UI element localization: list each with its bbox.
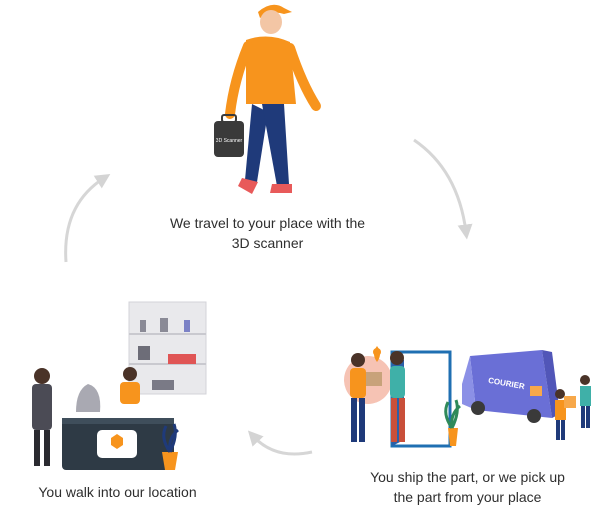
caption-line: the part from your place: [393, 489, 542, 505]
caption-line: 3D scanner: [231, 235, 304, 251]
walk-in-illustration: [32, 301, 207, 470]
arrow-top-to-right: [413, 138, 473, 240]
step-caption-ship: You ship the part, or we pick up the par…: [345, 467, 590, 507]
caption-line: We travel to your place with the: [169, 215, 366, 231]
scanner-case-label: 3D Scanner: [216, 138, 243, 144]
step-caption-travel: We travel to your place with the 3D scan…: [130, 213, 405, 253]
arrow-right-to-left: [247, 430, 313, 456]
shipping-illustration: COURIER: [344, 346, 591, 448]
step-caption-walk-in: You walk into our location: [10, 482, 225, 502]
technician-illustration: 3D Scanner: [214, 4, 321, 194]
arrow-left-to-top: [64, 173, 111, 263]
caption-line: You walk into our location: [38, 484, 197, 500]
caption-line: You ship the part, or we pick up: [370, 469, 565, 485]
